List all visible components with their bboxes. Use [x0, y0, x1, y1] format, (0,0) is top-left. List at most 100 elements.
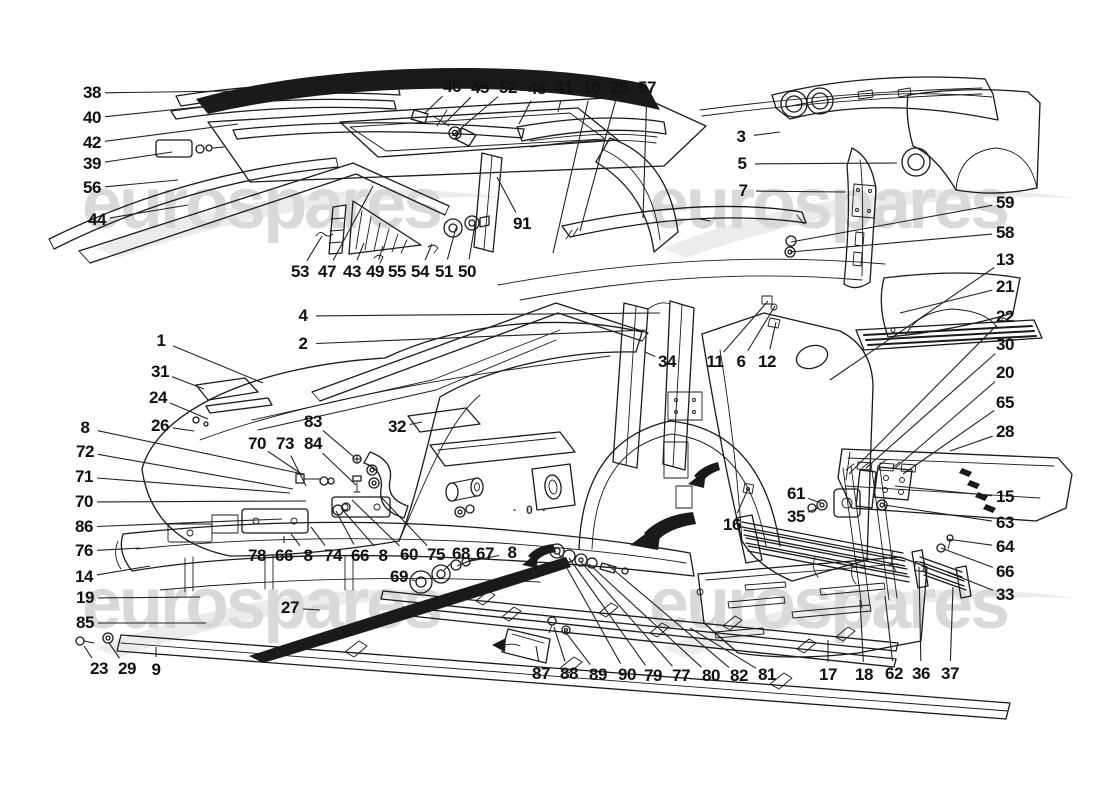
leader-line-12	[769, 321, 777, 350]
part-label-4: 4	[298, 306, 308, 325]
part-label-73: 73	[276, 434, 294, 453]
leader-line-8-d	[465, 554, 500, 563]
leader-line-3	[753, 131, 781, 136]
part-label-81: 81	[758, 665, 776, 684]
part-label-12: 12	[758, 352, 776, 371]
part-label-54: 54	[411, 262, 429, 281]
leader-line-73	[290, 455, 307, 487]
leader-line-30	[865, 353, 996, 469]
part-label-46: 46	[443, 77, 461, 96]
leader-line-21	[899, 289, 993, 314]
part-label-38: 38	[83, 83, 101, 102]
watermark-text: eurospares	[82, 564, 443, 644]
part-label-43: 43	[343, 262, 361, 281]
part-label-67: 67	[476, 544, 494, 563]
leader-line-63	[883, 504, 993, 522]
part-label-72: 72	[76, 442, 94, 461]
leader-line-8-a	[97, 430, 304, 475]
leader-line-70-b	[267, 450, 304, 476]
leader-line-90	[558, 553, 622, 664]
part-label-91: 91	[513, 214, 531, 233]
part-label-87: 87	[532, 664, 550, 683]
part-label-20: 20	[996, 363, 1014, 382]
part-label-83: 83	[304, 412, 322, 431]
leader-line-1	[172, 345, 264, 384]
watermark-text: eurospares	[82, 164, 443, 244]
leader-line-84	[322, 452, 357, 486]
part-label-61: 61	[787, 484, 805, 503]
leader-line-64	[946, 538, 993, 546]
part-label-8-b: 8	[303, 546, 313, 565]
leader-line-52	[451, 96, 499, 137]
part-label-34: 34	[658, 352, 676, 371]
leader-line-46	[423, 95, 443, 115]
leader-line-65	[902, 409, 995, 475]
part-label-66-c: 66	[351, 546, 369, 565]
leader-line-71	[96, 477, 291, 494]
part-label-37: 37	[941, 664, 959, 683]
part-label-42: 42	[83, 133, 101, 152]
leader-line-10	[552, 100, 589, 254]
part-label-2: 2	[298, 334, 308, 353]
leader-line-48	[518, 100, 532, 125]
part-label-68: 68	[452, 544, 470, 563]
part-label-24: 24	[149, 388, 167, 407]
leader-line-34	[644, 351, 656, 358]
leader-line-16	[736, 488, 749, 514]
part-label-47: 47	[318, 262, 336, 281]
leader-line-89	[566, 633, 591, 665]
part-label-40: 40	[83, 108, 101, 127]
leader-line-11	[723, 300, 769, 353]
leader-line-72	[97, 453, 294, 490]
part-label-17: 17	[819, 665, 837, 684]
part-label-60: 60	[400, 545, 418, 564]
part-label-76: 76	[75, 541, 93, 560]
leader-line-31	[171, 376, 205, 390]
part-label-48: 48	[528, 79, 546, 98]
part-label-78: 78	[248, 546, 266, 565]
leader-line-6	[747, 305, 776, 352]
leader-line-51	[446, 227, 457, 260]
part-label-64: 64	[996, 537, 1014, 556]
part-label-29: 29	[118, 659, 136, 678]
leader-line-39	[104, 151, 173, 163]
leader-line-28	[949, 435, 993, 452]
part-label-77: 77	[672, 666, 690, 685]
part-label-63: 63	[996, 513, 1014, 532]
part-label-8-d: 8	[507, 543, 517, 562]
part-label-1: 1	[156, 331, 166, 350]
part-label-31: 31	[151, 362, 169, 381]
part-label-66-b: 66	[275, 546, 293, 565]
leader-line-54	[424, 243, 433, 261]
part-label-75: 75	[427, 545, 445, 564]
part-label-50: 50	[458, 262, 476, 281]
part-label-26: 26	[151, 416, 169, 435]
part-label-70-a: 70	[75, 492, 93, 511]
leader-line-68	[443, 562, 452, 571]
leader-line-24	[169, 402, 209, 420]
part-label-8-a: 8	[80, 418, 90, 437]
leader-line-13	[829, 266, 995, 381]
part-label-55: 55	[388, 262, 406, 281]
part-label-36: 36	[912, 664, 930, 683]
leader-line-88	[553, 626, 566, 662]
leader-line-20	[893, 381, 996, 470]
part-label-49: 49	[366, 262, 384, 281]
part-label-79: 79	[644, 666, 662, 685]
watermark-text: eurospares	[649, 164, 1010, 244]
leader-line-8-c	[340, 507, 375, 547]
leader-line-22	[848, 325, 997, 475]
leader-line-29	[108, 642, 121, 659]
stamp-mark: · 0 ·	[512, 503, 550, 517]
part-label-22: 22	[996, 307, 1014, 326]
leader-line-61	[808, 497, 822, 504]
leader-line-79	[568, 557, 646, 666]
leader-line-15	[894, 485, 993, 497]
part-label-23: 23	[90, 659, 108, 678]
leader-line-83	[322, 429, 355, 458]
leader-line-32	[409, 421, 423, 426]
leader-line-66-c	[335, 510, 355, 545]
leader-line-41	[557, 100, 562, 113]
